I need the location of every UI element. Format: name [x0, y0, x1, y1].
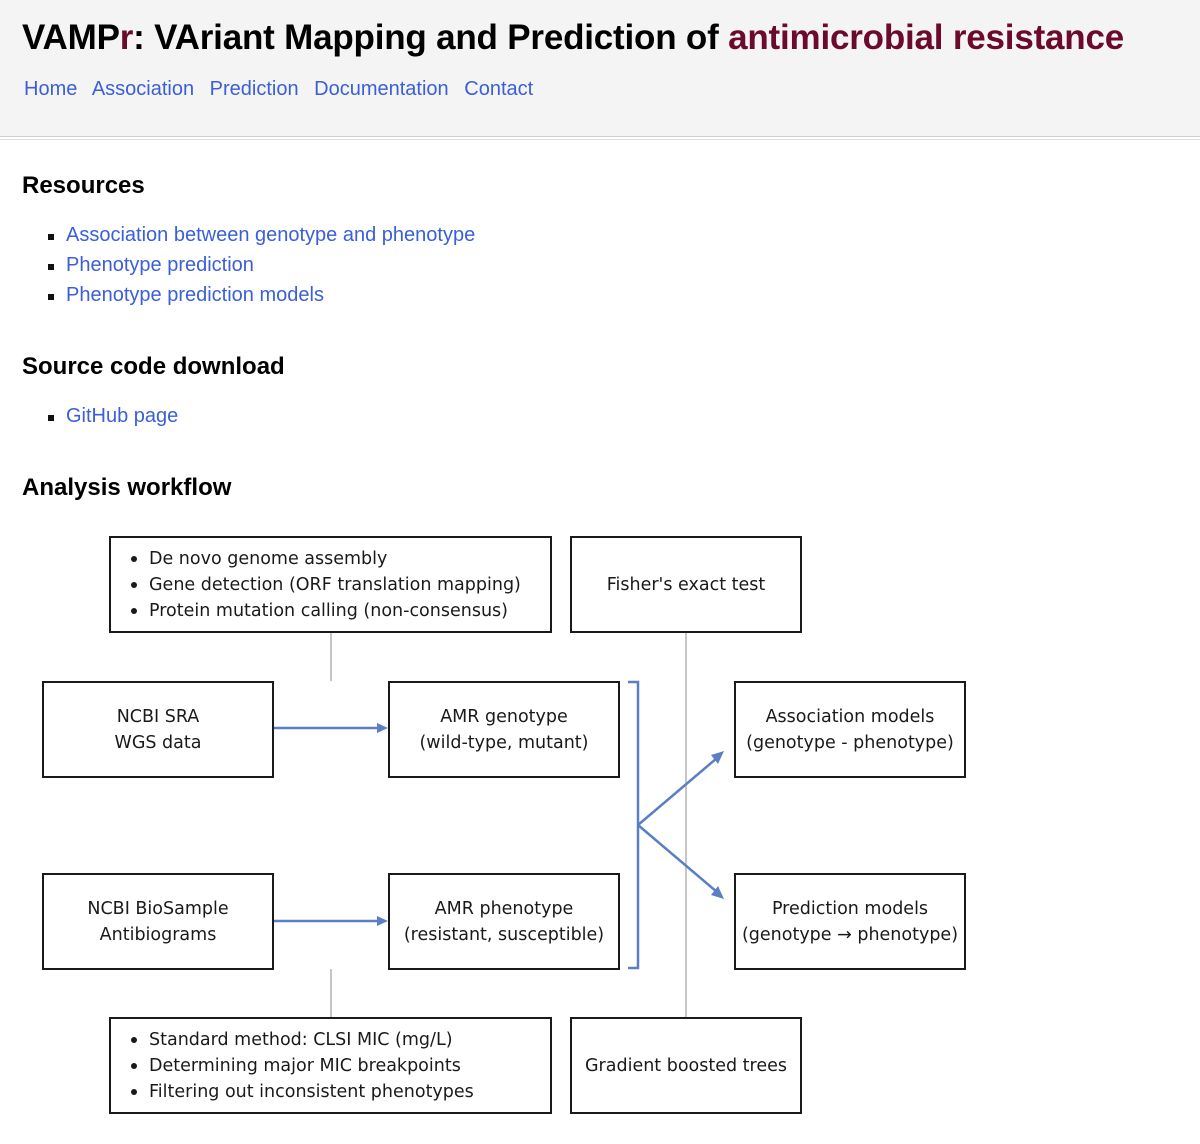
list-item: De novo genome assembly	[129, 546, 521, 572]
list-item: Phenotype prediction	[48, 253, 475, 283]
title-main: VAMP	[22, 18, 120, 57]
ncbi-sra-label: NCBI SRA	[116, 706, 200, 727]
nav-association[interactable]: Association	[91, 78, 195, 100]
list-item: Protein mutation calling (non-consensus)	[129, 598, 521, 624]
amr-genotype-box: AMR genotype (wild-type, mutant)	[388, 681, 620, 778]
list-item: Filtering out inconsistent phenotypes	[129, 1079, 474, 1105]
arrowhead-icon	[711, 751, 724, 764]
arrowhead-icon	[711, 886, 724, 899]
prediction-models-label: Prediction models	[771, 898, 929, 919]
resources-heading: Resources	[22, 172, 145, 199]
site-title: VAMPr: VAriant Mapping and Prediction of…	[22, 18, 1124, 58]
amr-phenotype-sublabel: (resistant, susceptible)	[403, 924, 605, 945]
list-item: Gene detection (ORF translation mapping)	[129, 572, 521, 598]
ncbi-biosample-label: NCBI BioSample	[87, 898, 229, 919]
arrowhead-icon	[377, 723, 388, 733]
amr-phenotype-box: AMR phenotype (resistant, susceptible)	[388, 873, 620, 970]
list-item: Phenotype prediction models	[48, 283, 475, 313]
list-item: Standard method: CLSI MIC (mg/L)	[129, 1027, 474, 1053]
main-nav: Home Association Prediction Documentatio…	[24, 78, 543, 101]
title-accent: antimicrobial resistance	[728, 18, 1125, 57]
association-models-label: Association models	[765, 706, 935, 727]
source-heading: Source code download	[22, 353, 285, 380]
link-association[interactable]: Association between genotype and phenoty…	[66, 224, 476, 246]
ncbi-sra-box: NCBI SRA WGS data	[42, 681, 274, 778]
resources-list: Association between genotype and phenoty…	[48, 223, 475, 313]
site-header: VAMPr: VAriant Mapping and Prediction of…	[0, 0, 1200, 140]
link-phenotype-prediction[interactable]: Phenotype prediction	[66, 254, 254, 276]
arrowhead-icon	[377, 916, 388, 926]
ncbi-sra-sublabel: WGS data	[114, 732, 202, 753]
genotype-methods-box: De novo genome assembly Gene detection (…	[109, 536, 552, 633]
amr-genotype-label: AMR genotype	[440, 706, 568, 727]
fisher-label: Fisher's exact test	[606, 574, 766, 595]
list-item: Determining major MIC breakpoints	[129, 1053, 474, 1079]
association-models-box: Association models (genotype - phenotype)	[734, 681, 966, 778]
bracket	[628, 680, 640, 970]
gbt-box: Gradient boosted trees	[570, 1017, 802, 1114]
prediction-models-box: Prediction models (genotype → phenotype)	[734, 873, 966, 970]
prediction-models-sublabel: (genotype → phenotype)	[741, 924, 959, 945]
arrow-to-association	[637, 757, 718, 826]
arrow-to-prediction	[637, 824, 718, 893]
ncbi-biosample-sublabel: Antibiograms	[99, 924, 217, 945]
title-r: r	[119, 18, 134, 57]
association-models-sublabel: (genotype - phenotype)	[746, 732, 954, 753]
nav-documentation[interactable]: Documentation	[314, 78, 449, 100]
workflow-heading: Analysis workflow	[22, 474, 232, 501]
gbt-label: Gradient boosted trees	[585, 1055, 787, 1076]
title-rest: : VAriant Mapping and Prediction of	[133, 18, 729, 57]
list-item: Association between genotype and phenoty…	[48, 223, 475, 253]
source-list: GitHub page	[48, 404, 178, 434]
amr-genotype-sublabel: (wild-type, mutant)	[419, 732, 589, 753]
nav-prediction[interactable]: Prediction	[209, 78, 299, 100]
nav-contact[interactable]: Contact	[464, 78, 534, 100]
amr-phenotype-label: AMR phenotype	[434, 898, 574, 919]
nav-home[interactable]: Home	[24, 78, 78, 100]
fisher-box: Fisher's exact test	[570, 536, 802, 633]
phenotype-methods-box: Standard method: CLSI MIC (mg/L) Determi…	[109, 1017, 552, 1114]
list-item: GitHub page	[48, 404, 178, 434]
link-github[interactable]: GitHub page	[66, 405, 179, 427]
link-prediction-models[interactable]: Phenotype prediction models	[66, 284, 324, 306]
